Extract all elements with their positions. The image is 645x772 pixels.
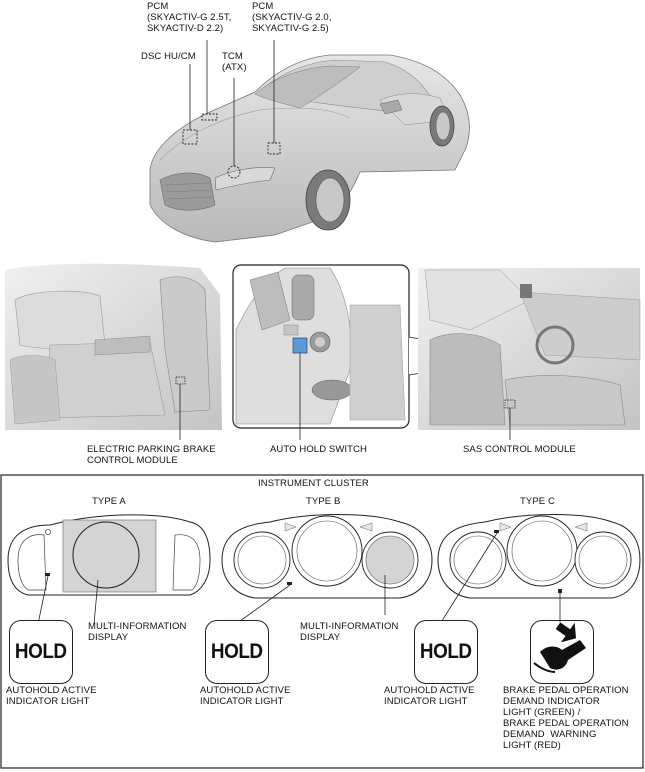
type-b-hold-text: HOLD [211,640,263,663]
epb-module-marker [175,376,186,385]
car-leader-lines [189,40,275,166]
driver-seat-illustration [418,268,641,430]
brake-pedal-icon [533,622,586,673]
cluster-type-c [437,514,641,599]
type-a-title: TYPE A [92,496,126,507]
brake-pedal-indicator-label: BRAKE PEDAL OPERATION DEMAND INDICATOR L… [503,685,629,751]
cluster-frame [0,474,644,769]
pcm-left-marker [201,113,218,121]
type-c-title: TYPE C [520,496,555,507]
tcm-marker [227,165,241,179]
pcm-right-label: PCM (SKYACTIV-G 2.0, SKYACTIV-G 2.5) [252,1,332,34]
type-c-hold-text: HOLD [420,640,472,663]
type-a-display-label: MULTI-INFORMATION DISPLAY [88,621,187,643]
auto-hold-switch-label: AUTO HOLD SWITCH [270,444,367,455]
type-c-hold-marker [494,530,499,533]
pcm-right-marker [267,142,281,155]
type-c-brake-marker [558,589,562,593]
rear-seat-illustration [5,263,222,430]
pcm-left-label: PCM (SKYACTIV-G 2.5T, SKYACTIV-D 2.2) [147,1,232,34]
type-a-hold-text: HOLD [15,640,67,663]
type-a-hold-marker [45,573,50,576]
type-b-display-label: MULTI-INFORMATION DISPLAY [300,621,399,643]
type-b-indicator-label: AUTOHOLD ACTIVE INDICATOR LIGHT [200,685,291,707]
type-b-display [365,535,415,585]
tcm-label: TCM (ATX) [222,51,247,73]
dsc-label: DSC HU/CM [141,51,196,62]
type-b-hold-marker [287,582,292,585]
type-c-indicator-label: AUTOHOLD ACTIVE INDICATOR LIGHT [384,685,475,707]
brake-pedal-indicator-box [530,620,594,684]
type-a-hold-indicator: HOLD [9,620,73,684]
type-c-hold-indicator: HOLD [414,620,478,684]
cluster-type-b [221,514,433,599]
epb-label: ELECTRIC PARKING BRAKE CONTROL MODULE [87,444,216,466]
console-inset [232,264,410,429]
type-b-hold-indicator: HOLD [205,620,269,684]
cluster-type-a [7,514,211,596]
cluster-title: INSTRUMENT CLUSTER [258,478,369,489]
car-illustration [149,54,470,243]
type-b-title: TYPE B [306,496,341,507]
sas-label: SAS CONTROL MODULE [463,444,576,455]
type-a-indicator-label: AUTOHOLD ACTIVE INDICATOR LIGHT [6,685,97,707]
auto-hold-switch-marker [292,337,308,354]
